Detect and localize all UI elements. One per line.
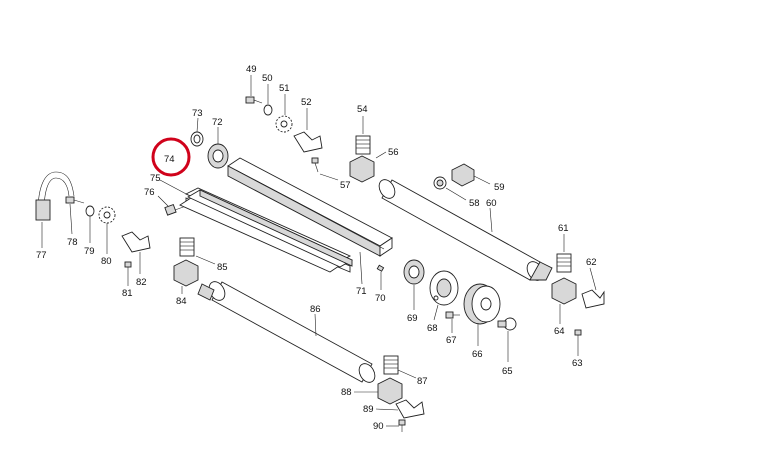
callout-80: 80 — [101, 256, 112, 267]
callout-85: 85 — [217, 262, 228, 273]
callout-84: 84 — [176, 296, 187, 307]
part-49-screw[interactable] — [245, 75, 263, 104]
callout-65: 65 — [502, 366, 513, 377]
callout-74: 74 — [164, 154, 175, 165]
callout-51: 51 — [279, 83, 290, 94]
callout-71: 71 — [356, 286, 367, 297]
callout-90: 90 — [373, 421, 384, 432]
callout-64: 64 — [554, 326, 565, 337]
part-84-block[interactable] — [173, 259, 199, 294]
part-58-bushing[interactable] — [433, 176, 467, 201]
callout-57: 57 — [340, 180, 351, 191]
part-80-gear[interactable] — [98, 206, 116, 254]
part-67-screw[interactable] — [445, 311, 460, 333]
callout-75: 75 — [150, 173, 161, 184]
callout-66: 66 — [472, 349, 483, 360]
callout-59: 59 — [494, 182, 505, 193]
part-60-roller[interactable] — [376, 177, 553, 283]
callout-81: 81 — [122, 288, 133, 299]
part-66-pulley[interactable] — [463, 283, 501, 346]
callout-62: 62 — [586, 257, 597, 268]
part-71-guide-rail[interactable] — [227, 157, 393, 285]
callout-60: 60 — [486, 198, 497, 209]
part-74-side-frame[interactable] — [187, 189, 353, 268]
part-88-block[interactable] — [354, 377, 403, 405]
callout-86: 86 — [310, 304, 321, 315]
callout-69: 69 — [407, 313, 418, 324]
part-64-block[interactable] — [551, 277, 577, 324]
part-61-spring[interactable] — [556, 234, 572, 273]
part-56-block[interactable] — [349, 151, 387, 183]
callout-78: 78 — [67, 237, 78, 248]
part-79-washer[interactable] — [85, 205, 95, 243]
part-73-ring[interactable] — [190, 117, 204, 147]
part-52-bracket[interactable] — [293, 108, 323, 153]
callout-54: 54 — [357, 104, 368, 115]
part-72-bearing[interactable] — [207, 127, 229, 169]
callout-87: 87 — [417, 376, 428, 387]
callout-79: 79 — [84, 246, 95, 257]
callout-76: 76 — [144, 187, 155, 198]
part-87-spring[interactable] — [383, 355, 417, 379]
callout-67: 67 — [446, 335, 457, 346]
part-77-clip[interactable] — [35, 171, 75, 248]
part-70-pin[interactable] — [376, 264, 385, 290]
callout-70: 70 — [375, 293, 386, 304]
callout-68: 68 — [427, 323, 438, 334]
callout-52: 52 — [301, 97, 312, 108]
callout-56: 56 — [388, 147, 399, 158]
callout-58: 58 — [469, 198, 480, 209]
callout-89: 89 — [363, 404, 374, 415]
highlight-circle — [151, 137, 191, 177]
part-68-flange[interactable] — [429, 270, 459, 321]
part-85-spring[interactable] — [179, 237, 216, 265]
part-65-knob[interactable] — [497, 317, 517, 362]
callout-61: 61 — [558, 223, 569, 234]
part-90-screw[interactable] — [386, 419, 406, 432]
part-59-fitting[interactable] — [451, 163, 491, 187]
part-78-screw[interactable] — [65, 196, 85, 235]
part-57-screw[interactable] — [311, 157, 339, 181]
callout-labels: 49 50 51 52 54 56 57 58 59 60 61 62 63 6… — [36, 64, 597, 432]
part-54-spring[interactable] — [355, 116, 371, 155]
callout-73: 73 — [192, 108, 203, 119]
callout-88: 88 — [341, 387, 352, 398]
part-81-screw[interactable] — [124, 261, 132, 286]
part-63-screw[interactable] — [574, 329, 582, 356]
callout-77: 77 — [36, 250, 47, 261]
part-51-gear[interactable] — [275, 94, 293, 133]
part-62-bracket[interactable] — [581, 267, 605, 309]
callout-82: 82 — [136, 277, 147, 288]
part-69-bearing[interactable] — [403, 259, 425, 310]
callout-72: 72 — [212, 117, 223, 128]
part-86-roller[interactable] — [197, 279, 378, 385]
callout-50: 50 — [262, 73, 273, 84]
part-89-bracket[interactable] — [375, 399, 425, 419]
part-82-bracket[interactable] — [121, 231, 151, 274]
callout-63: 63 — [572, 358, 583, 369]
callout-49: 49 — [246, 64, 257, 75]
part-50-washer[interactable] — [263, 84, 273, 116]
